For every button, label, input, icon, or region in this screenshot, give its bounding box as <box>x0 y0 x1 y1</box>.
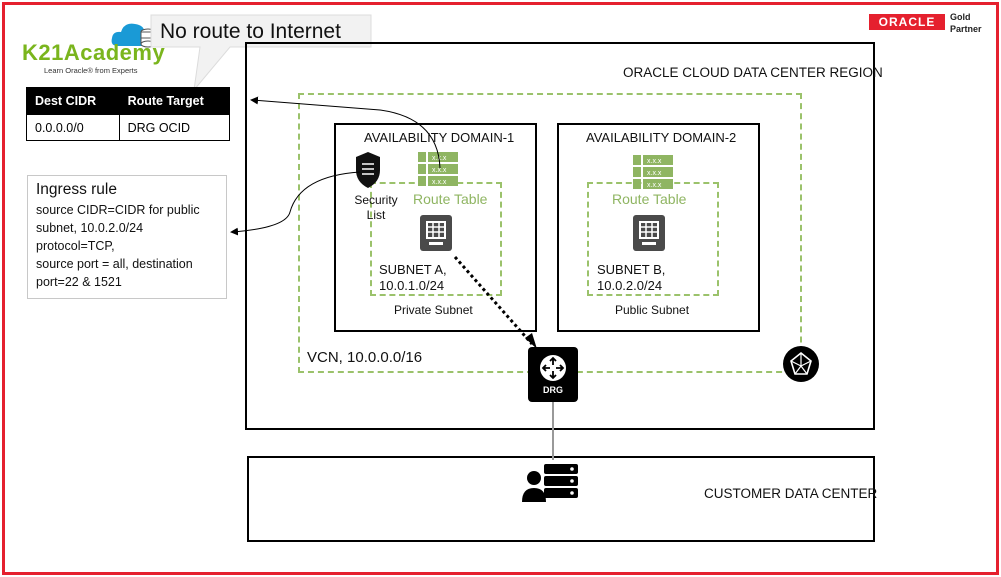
customer-server-icon <box>522 464 578 502</box>
oracle-region-box <box>245 42 875 430</box>
ad-1-route-table-label: Route Table <box>413 191 488 207</box>
drg-router: DRG <box>528 347 578 402</box>
ingress-line: port=22 & 1521 <box>36 275 122 289</box>
ingress-line: source port = all, destination <box>36 257 193 271</box>
ad-1-label: AVAILABILITY DOMAIN-1 <box>364 130 515 145</box>
security-list-line: List <box>366 208 386 222</box>
customer-label: CUSTOMER DATA CENTER <box>704 486 878 501</box>
customer-data-center-box <box>247 456 875 542</box>
oracle-logo: ORACLE <box>869 14 945 30</box>
subnet-b-cidr: 10.0.2.0/24 <box>597 278 663 293</box>
callout-bubble <box>150 14 372 92</box>
callout-text: No route to Internet <box>160 20 341 43</box>
ingress-rule-box: Ingress rule source CIDR=CIDR for public… <box>27 175 227 299</box>
instance-grid-icon <box>639 221 659 245</box>
vcn-label: VCN, 10.0.0.0/16 <box>307 349 423 366</box>
subnet-to-drg-connector <box>453 256 534 345</box>
header-dest-cidr: Dest CIDR <box>26 87 120 115</box>
security-list-label: Security List <box>353 193 399 223</box>
gateway-icon <box>783 346 819 382</box>
route-cell: x.x.x <box>647 158 662 165</box>
route-table-cells: x.x.x x.x.x x.x.x <box>647 156 661 192</box>
route-cell: x.x.x <box>432 179 447 186</box>
ingress-line: subnet, 10.0.2.0/24 <box>36 221 144 235</box>
security-list-line: Security <box>354 193 398 207</box>
route-table: Dest CIDR Route Target 0.0.0.0/0 DRG OCI… <box>26 87 231 141</box>
drg-label: DRG <box>543 385 563 395</box>
drg-arrowhead <box>525 333 537 349</box>
route-table-icon <box>418 152 458 186</box>
cell-dest-cidr: 0.0.0.0/0 <box>26 114 120 141</box>
security-list-connector <box>230 171 361 236</box>
oracle-partner-label: Gold Partner <box>950 11 982 35</box>
logo-tagline: Learn Oracle® from Experts <box>44 66 138 75</box>
ad-2-label: AVAILABILITY DOMAIN-2 <box>586 130 737 145</box>
compute-instance-icon <box>633 215 665 251</box>
route-cell: x.x.x <box>432 167 447 174</box>
router-icon <box>540 355 566 381</box>
table-row: 0.0.0.0/0 DRG OCID <box>26 114 231 141</box>
ad-2-route-table-label: Route Table <box>612 191 687 207</box>
route-cell: x.x.x <box>647 182 662 189</box>
subnet-a-label: SUBNET A, <box>379 262 447 277</box>
header-route-target: Route Target <box>118 87 231 115</box>
subnet-b-label: SUBNET B, <box>597 262 666 277</box>
region-label: ORACLE CLOUD DATA CENTER REGION <box>623 65 883 80</box>
compute-instance-icon <box>420 215 452 251</box>
route-cell: x.x.x <box>647 170 662 177</box>
logo-text: K21Academy <box>22 40 166 65</box>
subnet-a-cidr: 10.0.1.0/24 <box>379 278 445 293</box>
private-subnet-label: Private Subnet <box>394 303 473 317</box>
shield-icon <box>356 152 380 188</box>
route-table-connector <box>250 96 441 169</box>
partner-line-1: Gold <box>950 12 971 22</box>
ingress-line: protocol=TCP, <box>36 239 115 253</box>
public-subnet-label: Public Subnet <box>615 303 690 317</box>
cell-route-target: DRG OCID <box>118 114 231 141</box>
route-table-icon <box>633 155 673 189</box>
ingress-line: source CIDR=CIDR for public <box>36 203 200 217</box>
route-table-header: Dest CIDR Route Target <box>26 87 231 115</box>
ingress-rule-title: Ingress rule <box>36 181 117 198</box>
instance-grid-icon <box>426 221 446 245</box>
partner-line-2: Partner <box>950 24 982 34</box>
